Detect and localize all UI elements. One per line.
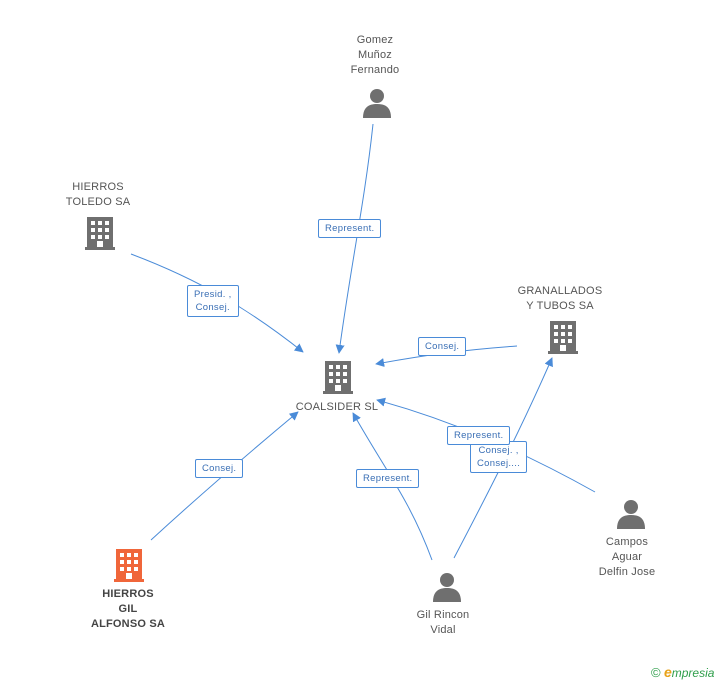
person-icon xyxy=(363,89,391,118)
node-label-gil-rincon: Gil Rincon Vidal xyxy=(416,609,470,636)
person-icon xyxy=(617,500,645,529)
person-icon xyxy=(433,573,461,602)
copyright-symbol: © xyxy=(651,665,661,680)
empresia-logo[interactable]: © empresia xyxy=(651,664,714,680)
building-icon xyxy=(323,361,353,394)
node-label-hierros-toledo: HIERROS TOLEDO SA xyxy=(65,181,131,208)
node-label-coalsider: COALSIDER SL xyxy=(295,401,379,413)
edge-label-hierrosgil-consej[interactable]: Consej. xyxy=(195,459,244,478)
brand-initial: e xyxy=(663,664,672,680)
building-icon xyxy=(548,321,578,354)
edge-label-campos-represent[interactable]: Represent. xyxy=(447,426,511,445)
building-icon xyxy=(114,549,144,582)
building-icon xyxy=(85,217,115,250)
edge-gomez-coalsider xyxy=(335,123,374,354)
brand-name: mpresia xyxy=(671,666,715,680)
node-label-hierros-gil: HIERROS GIL ALFONSO SA xyxy=(90,588,166,630)
edge-label-toledo-presid-consej[interactable]: Presid. , Consej. xyxy=(187,285,239,317)
edge-label-gomez-represent[interactable]: Represent. xyxy=(318,219,382,238)
node-label-gomez: Gomez Muñoz Fernando xyxy=(350,34,400,76)
edge-label-granallados-consej[interactable]: Consej. xyxy=(418,337,467,356)
node-label-campos: Campos Aguar Delfin Jose xyxy=(598,536,656,578)
node-label-granallados: GRANALLADOS Y TUBOS SA xyxy=(517,285,603,312)
edge-label-gilrincon-consej-multi[interactable]: Consej. , Consej.... xyxy=(470,441,528,473)
edge-label-gilrincon-represent[interactable]: Represent. xyxy=(356,469,420,488)
